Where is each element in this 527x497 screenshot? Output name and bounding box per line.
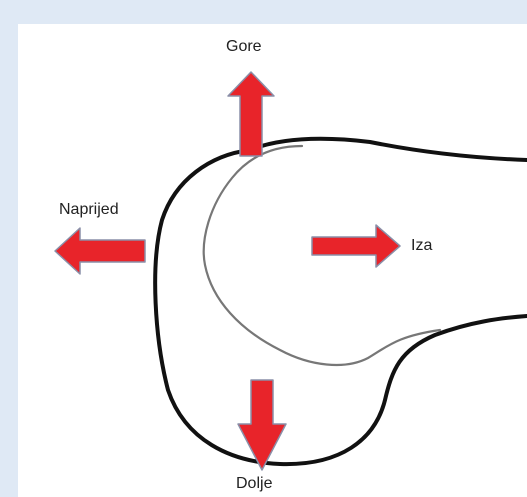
arrow-down-icon: [238, 380, 286, 470]
label-up: Gore: [226, 39, 262, 55]
bone-outer-outline: [155, 139, 527, 464]
label-back: Iza: [411, 238, 432, 254]
label-forward: Naprijed: [59, 202, 119, 218]
arrow-left-icon: [55, 228, 145, 274]
label-down: Dolje: [236, 476, 272, 492]
arrow-right-icon: [312, 225, 400, 267]
